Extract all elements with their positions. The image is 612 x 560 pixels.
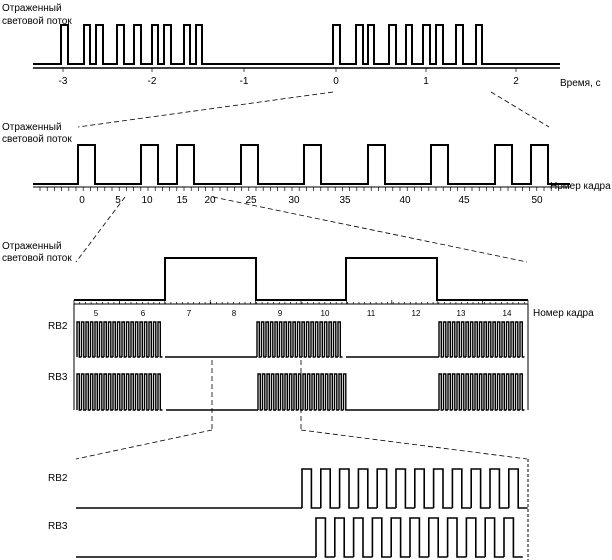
panel1-tick-label: -1 [240, 76, 249, 87]
panel3-frame-number: 14 [503, 309, 512, 318]
zoom-connector-left [75, 196, 126, 263]
panel2-title-line1: Отраженный [2, 122, 62, 133]
panel-1: Отраженный световой поток -3 -2 -1 0 1 2… [2, 3, 601, 89]
panel1-axis-label: Время, с [560, 78, 601, 89]
panel4-rb2-waveform [76, 468, 528, 509]
panel2-tick-label: 50 [531, 195, 543, 206]
zoom-connector-right [490, 91, 550, 128]
panel3-frame-number: 13 [457, 309, 466, 318]
panel3-axis-label: Номер кадра [533, 308, 594, 319]
panel3-frame-number: 7 [187, 309, 192, 318]
panel3-title-line1: Отраженный [2, 241, 62, 252]
panel1-title-line1: Отраженный [2, 3, 62, 14]
panel2-tick-label: 45 [458, 195, 470, 206]
zoom-connector-left [77, 91, 334, 128]
panel3-signal-waveform [74, 257, 528, 301]
zoom-connector-left [75, 429, 213, 460]
panel2-tick-label: 5 [115, 195, 121, 206]
zoom-connector-right [300, 429, 528, 460]
panel3-frame-number: 8 [232, 309, 237, 318]
panel3-frame-number: 11 [367, 309, 376, 318]
panel2-signal-waveform [33, 144, 570, 185]
panel2-tick-label: 30 [288, 195, 300, 206]
panel3-title-line2: световой поток [2, 253, 72, 264]
panel1-tick-label: 2 [513, 76, 519, 87]
panel2-tick-label: 40 [399, 195, 411, 206]
panel2-tick-label: 25 [245, 195, 257, 206]
panel3-rb2-waveform [76, 321, 525, 358]
panel1-signal-waveform [33, 24, 560, 65]
panel1-tick-label: 0 [333, 76, 339, 87]
panel-2: Отраженный световой поток 0 5 10 15 20 2… [2, 122, 611, 206]
panel4-rb3-waveform [76, 517, 523, 558]
panel3-tick-marks [73, 300, 529, 304]
panel3-frame-number: 10 [321, 309, 330, 318]
panel-3: Отраженный световой поток 5 6 7 8 9 10 1… [2, 241, 594, 411]
panel1-tick-label: -2 [148, 76, 157, 87]
panel2-title-line2: световой поток [2, 134, 72, 145]
panel1-tick-label: -3 [59, 76, 68, 87]
panel2-tick-label: 0 [79, 195, 85, 206]
panel2-tick-marks [39, 187, 559, 191]
panel2-tick-label: 10 [141, 195, 153, 206]
zoom-connector-right [212, 196, 528, 263]
panel1-tick-label: 1 [423, 76, 429, 87]
panel2-tick-label: 15 [176, 195, 188, 206]
panel3-frame-number: 6 [141, 309, 146, 318]
panel2-tick-label: 35 [339, 195, 351, 206]
panel3-rb2-label: RB2 [48, 321, 68, 332]
panel4-rb3-label: RB3 [48, 521, 68, 532]
panel3-rb3-label: RB3 [48, 372, 68, 383]
panel3-frame-number: 12 [412, 309, 421, 318]
panel1-tick-marks [62, 68, 517, 72]
panel2-axis-label: Номер кадра [550, 181, 611, 192]
panel-4: RB2 RB3 [48, 459, 529, 560]
panel4-rb2-label: RB2 [48, 473, 68, 484]
panel3-frame-number: 9 [278, 309, 283, 318]
panel1-title-line2: световой поток [2, 16, 72, 27]
panel2-tick-label: 20 [204, 195, 216, 206]
panel3-frame-number: 5 [94, 309, 99, 318]
panel3-rb3-waveform [76, 373, 525, 411]
